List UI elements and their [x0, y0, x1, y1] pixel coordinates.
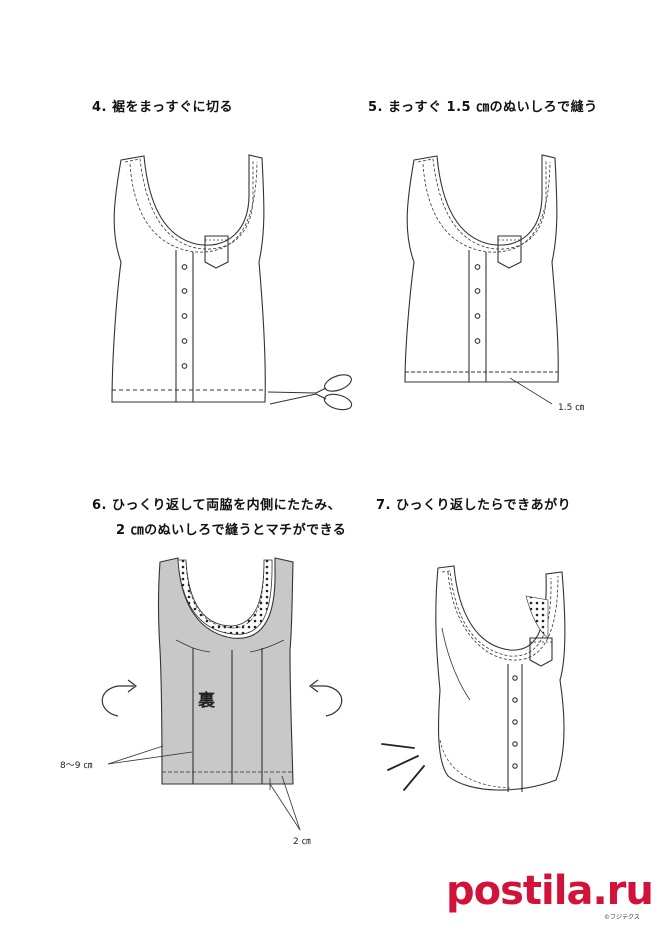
step-7-text: ひっくり返したらできあがり: [396, 498, 572, 513]
step-6-text: ひっくり返して両脇を内側にたたみ、: [112, 498, 342, 513]
step-5-text: まっすぐ 1.5 ㎝のぬいしろで縫う: [388, 100, 598, 115]
scissors-icon: [267, 374, 353, 411]
watermark-dot: .: [592, 868, 607, 914]
step-6-folded-bag: [157, 557, 294, 790]
step-5-number: 5.: [368, 100, 383, 115]
step-5-tank-top: [404, 154, 559, 405]
inside-mark-label: 裏: [198, 691, 215, 711]
watermark-text: postila: [446, 868, 593, 914]
step-7-number: 7.: [376, 498, 391, 513]
step-6-number: 6.: [92, 498, 107, 513]
step-7-caption: 7. ひっくり返したらできあがり: [376, 494, 571, 513]
motion-lines-icon: [381, 743, 425, 791]
fold-width-label: 8～9 ㎝: [60, 761, 93, 771]
fold-arrow-left-icon: [101, 679, 137, 717]
step-4-caption: 4. 裾をまっすぐに切る: [92, 96, 233, 115]
seam-allowance-2cm-label: 2 ㎝: [293, 837, 311, 847]
copyright-text: ©フジテクス: [604, 914, 640, 921]
step-6-caption: 6. ひっくり返して両脇を内側にたたみ、: [92, 494, 341, 513]
step-4-number: 4.: [92, 100, 107, 115]
step-4-text: 裾をまっすぐに切る: [112, 100, 233, 115]
seam-allowance-1-5cm-label: 1.5 ㎝: [558, 403, 585, 413]
watermark-tld: ru: [606, 868, 654, 914]
step-5-caption: 5. まっすぐ 1.5 ㎝のぬいしろで縫う: [368, 96, 598, 115]
postila-watermark: postila.ru: [446, 868, 654, 914]
fold-arrow-right-icon: [309, 679, 343, 717]
step-6-leader-lines: [107, 745, 301, 831]
step-4-tank-top: [111, 154, 266, 403]
step-6-caption-line2: 2 ㎝のぬいしろで縫うとマチができる: [116, 523, 347, 538]
step-7-finished-bag: [435, 565, 566, 792]
